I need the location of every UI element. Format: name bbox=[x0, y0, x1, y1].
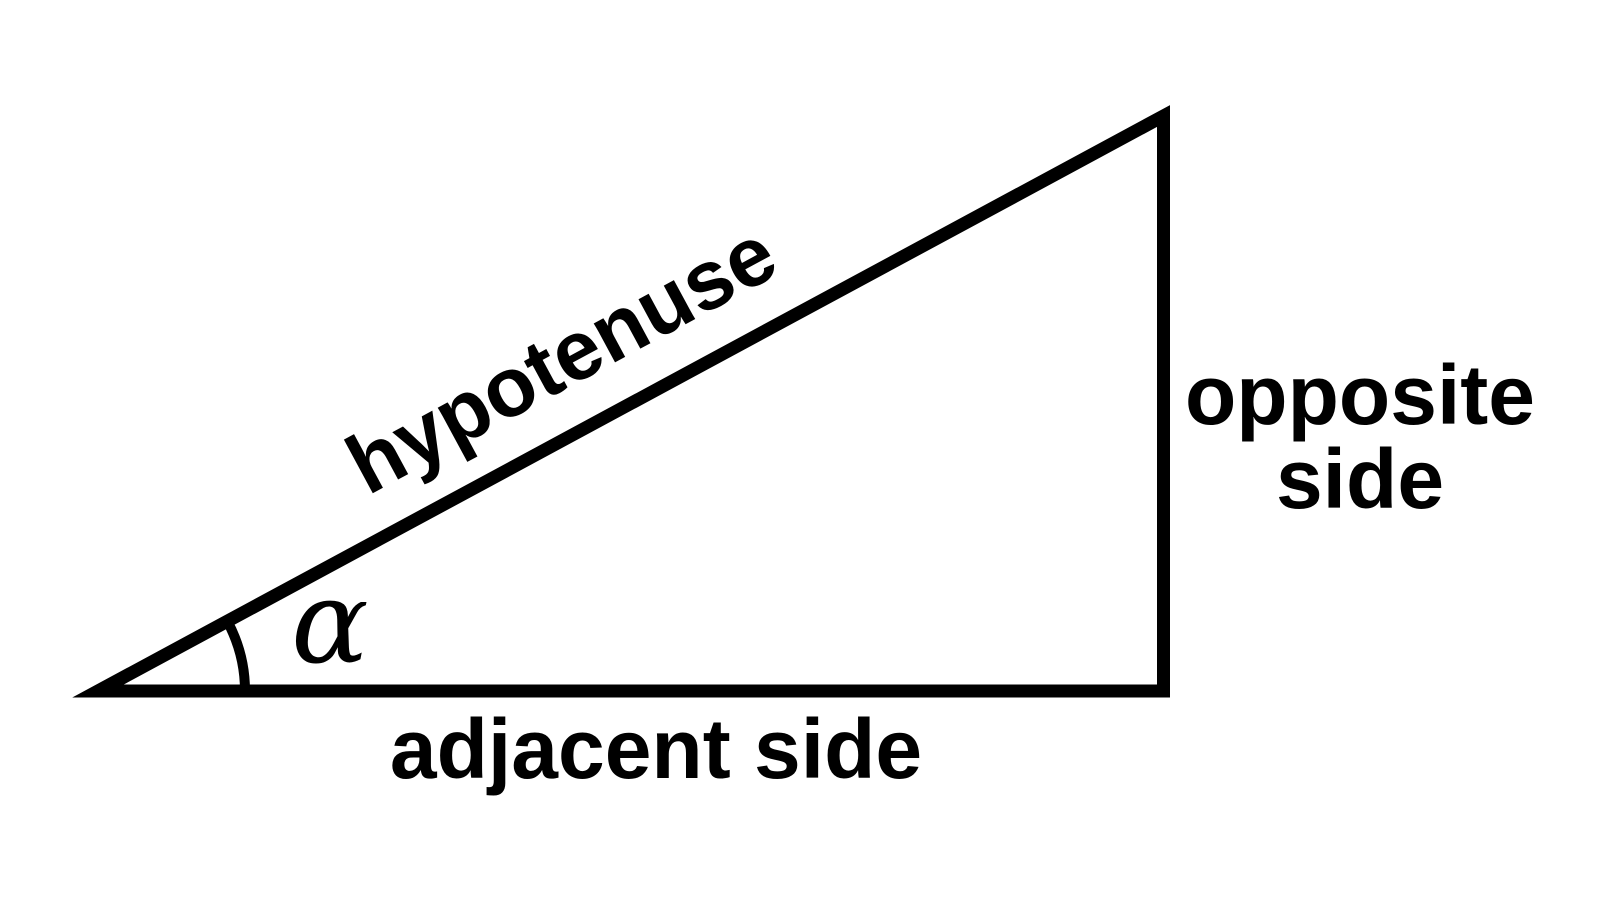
angle-alpha-label: α bbox=[291, 556, 369, 690]
opposite-side-label-line1: opposite bbox=[1185, 348, 1535, 442]
opposite-side-label-line2: side bbox=[1276, 432, 1444, 526]
angle-arc bbox=[222, 619, 250, 692]
right-triangle-outline bbox=[72, 105, 1170, 698]
adjacent-side-label: adjacent side bbox=[390, 702, 922, 796]
